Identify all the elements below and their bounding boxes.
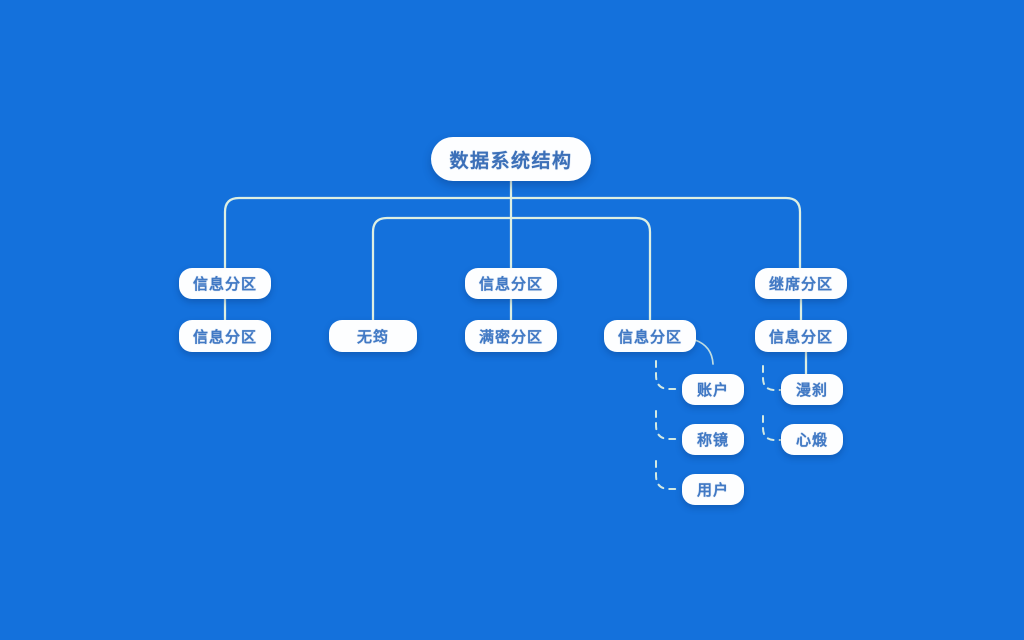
node-label: 信息分区 bbox=[768, 328, 833, 346]
diagram-node-root[interactable]: 数据系统结构 bbox=[431, 137, 591, 181]
diagram-node-c1[interactable]: 账户 bbox=[682, 374, 744, 405]
diagram-node-n7[interactable]: 继席分区 bbox=[755, 268, 847, 299]
diagram-node-c5[interactable]: 心煅 bbox=[781, 424, 843, 455]
edge-n8-c5 bbox=[762, 415, 781, 441]
diagram-node-n1[interactable]: 信息分区 bbox=[179, 268, 271, 299]
diagram-node-n5[interactable]: 满密分区 bbox=[465, 320, 557, 352]
node-label: 满密分区 bbox=[478, 328, 543, 346]
edge-n6-c1 bbox=[655, 360, 682, 390]
diagram-node-n2[interactable]: 信息分区 bbox=[179, 320, 271, 352]
diagram-node-n4[interactable]: 信息分区 bbox=[465, 268, 557, 299]
diagram-node-n3[interactable]: 无筠 bbox=[329, 320, 417, 352]
node-label: 用户 bbox=[696, 482, 729, 499]
node-label: 信息分区 bbox=[478, 276, 543, 293]
node-label: 账户 bbox=[696, 382, 729, 399]
diagram-node-c2[interactable]: 称镜 bbox=[682, 424, 744, 455]
node-label: 信息分区 bbox=[617, 328, 682, 346]
node-label: 称镜 bbox=[696, 432, 729, 449]
diagram-node-c3[interactable]: 用户 bbox=[682, 474, 744, 505]
node-label: 数据系统结构 bbox=[449, 150, 573, 172]
node-label: 无筠 bbox=[356, 328, 389, 346]
edge-n6-c3 bbox=[655, 460, 682, 490]
node-label: 信息分区 bbox=[192, 276, 257, 293]
node-label: 漫刹 bbox=[795, 382, 828, 399]
edge-n6-c2 bbox=[655, 410, 682, 440]
edge-n8-c4 bbox=[762, 365, 781, 391]
edge-trunk-n1-n7 bbox=[223, 196, 802, 270]
node-label: 心煅 bbox=[795, 432, 828, 449]
diagram-node-n6[interactable]: 信息分区 bbox=[604, 320, 696, 352]
edge-n6-c1 bbox=[694, 339, 714, 365]
diagram-node-n8[interactable]: 信息分区 bbox=[755, 320, 847, 352]
node-label: 信息分区 bbox=[192, 328, 257, 346]
edge-trunk-n3-n6 bbox=[371, 216, 652, 322]
diagram-node-c4[interactable]: 漫刹 bbox=[781, 374, 843, 405]
node-label: 继席分区 bbox=[768, 276, 833, 293]
